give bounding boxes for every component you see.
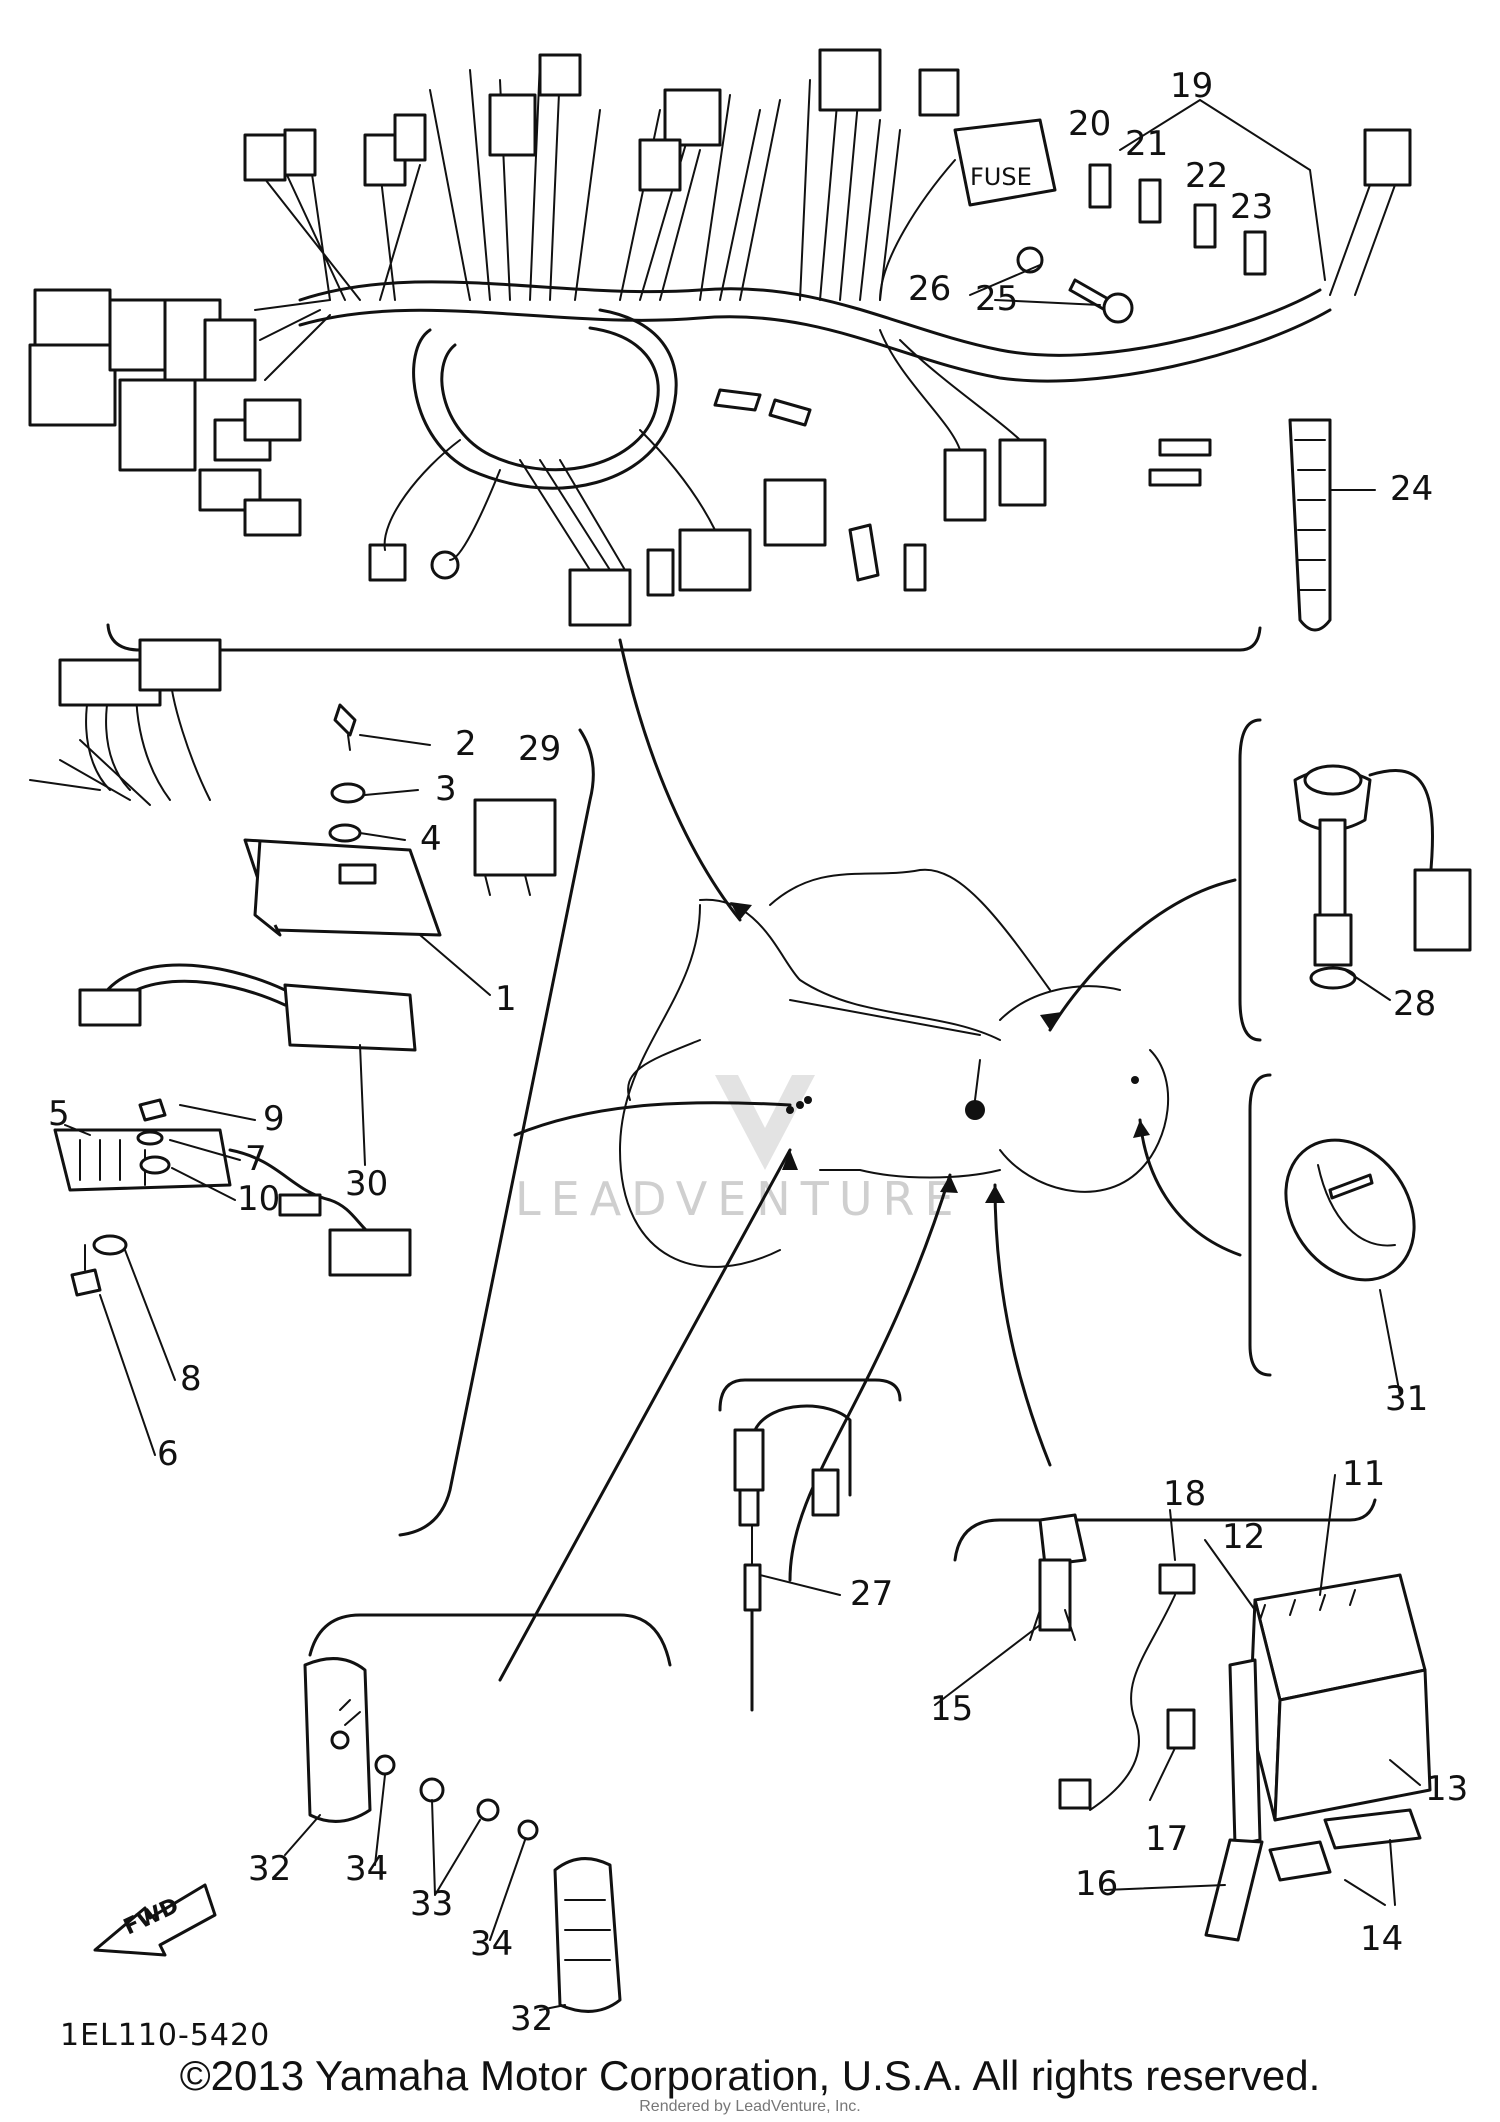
watermark-logo: [715, 1075, 815, 1170]
part-label-22: 22: [1185, 156, 1228, 196]
watermark-text: LEADVENTURE: [515, 1172, 964, 1226]
part-label-31: 31: [1385, 1379, 1428, 1419]
part-label-13: 13: [1425, 1769, 1468, 1809]
part-label-20: 20: [1068, 104, 1111, 144]
part-label-23: 23: [1230, 187, 1273, 227]
leader-lines: [498, 638, 1242, 1682]
part-label-1: 1: [495, 979, 517, 1019]
part-label-30: 30: [345, 1164, 388, 1204]
part-label-34-right: 34: [470, 1924, 513, 1964]
horn-group: [1248, 1073, 1416, 1377]
part-label-32-lower: 32: [510, 1999, 553, 2039]
part-label-3: 3: [435, 769, 457, 809]
part-label-34-left: 34: [345, 1849, 388, 1889]
part-label-21: 21: [1125, 124, 1168, 164]
part-number-labels: 1 2 3 4 5 6 7 8 9 10 11 12 13 14 15 16 1…: [48, 66, 1468, 2039]
forward-arrow: FWD: [93, 1883, 217, 1957]
part-label-6: 6: [157, 1434, 179, 1474]
part-label-10: 10: [237, 1179, 280, 1219]
part-label-15: 15: [930, 1689, 973, 1729]
part-label-33: 33: [410, 1884, 453, 1924]
battery-group: [953, 1498, 1432, 1942]
rendered-by-notice: Rendered by LeadVenture, Inc.: [639, 2098, 861, 2115]
part-label-32-upper: 32: [248, 1849, 291, 1889]
reference-code: 1EL110-5420: [60, 2018, 270, 2053]
reflector-group: [303, 1613, 672, 2013]
part-label-11: 11: [1342, 1454, 1385, 1494]
part-label-7: 7: [245, 1139, 267, 1179]
part-label-9: 9: [263, 1099, 285, 1139]
cdi-unit-group: [29, 638, 595, 1537]
part-label-24: 24: [1390, 469, 1433, 509]
wire-harness: FUSE: [28, 48, 1412, 652]
fuses: [1016, 99, 1326, 324]
part-label-27: 27: [850, 1574, 893, 1614]
part-label-8: 8: [180, 1359, 202, 1399]
part-label-5: 5: [48, 1094, 70, 1134]
part-label-25: 25: [975, 279, 1018, 319]
stop-switch-group: [718, 1378, 902, 1712]
copyright-notice: ©2013 Yamaha Motor Corporation, U.S.A. A…: [179, 2052, 1321, 2099]
part-label-12: 12: [1222, 1517, 1265, 1557]
part-label-16: 16: [1075, 1864, 1118, 1904]
part-label-29: 29: [518, 729, 561, 769]
part-label-17: 17: [1145, 1819, 1188, 1859]
cable-tie: [1288, 418, 1332, 632]
fuse-box-label: FUSE: [970, 163, 1032, 191]
motorcycle-outline: [619, 868, 1170, 1268]
part-label-19: 19: [1170, 66, 1213, 106]
part-label-28: 28: [1393, 984, 1436, 1024]
part-label-18: 18: [1163, 1474, 1206, 1514]
part-label-26: 26: [908, 269, 951, 309]
part-label-2: 2: [455, 724, 477, 764]
main-switch-group: [1238, 718, 1472, 1042]
part-label-4: 4: [420, 819, 442, 859]
callout-leaders: [64, 264, 1421, 2011]
part-label-14: 14: [1360, 1919, 1403, 1959]
